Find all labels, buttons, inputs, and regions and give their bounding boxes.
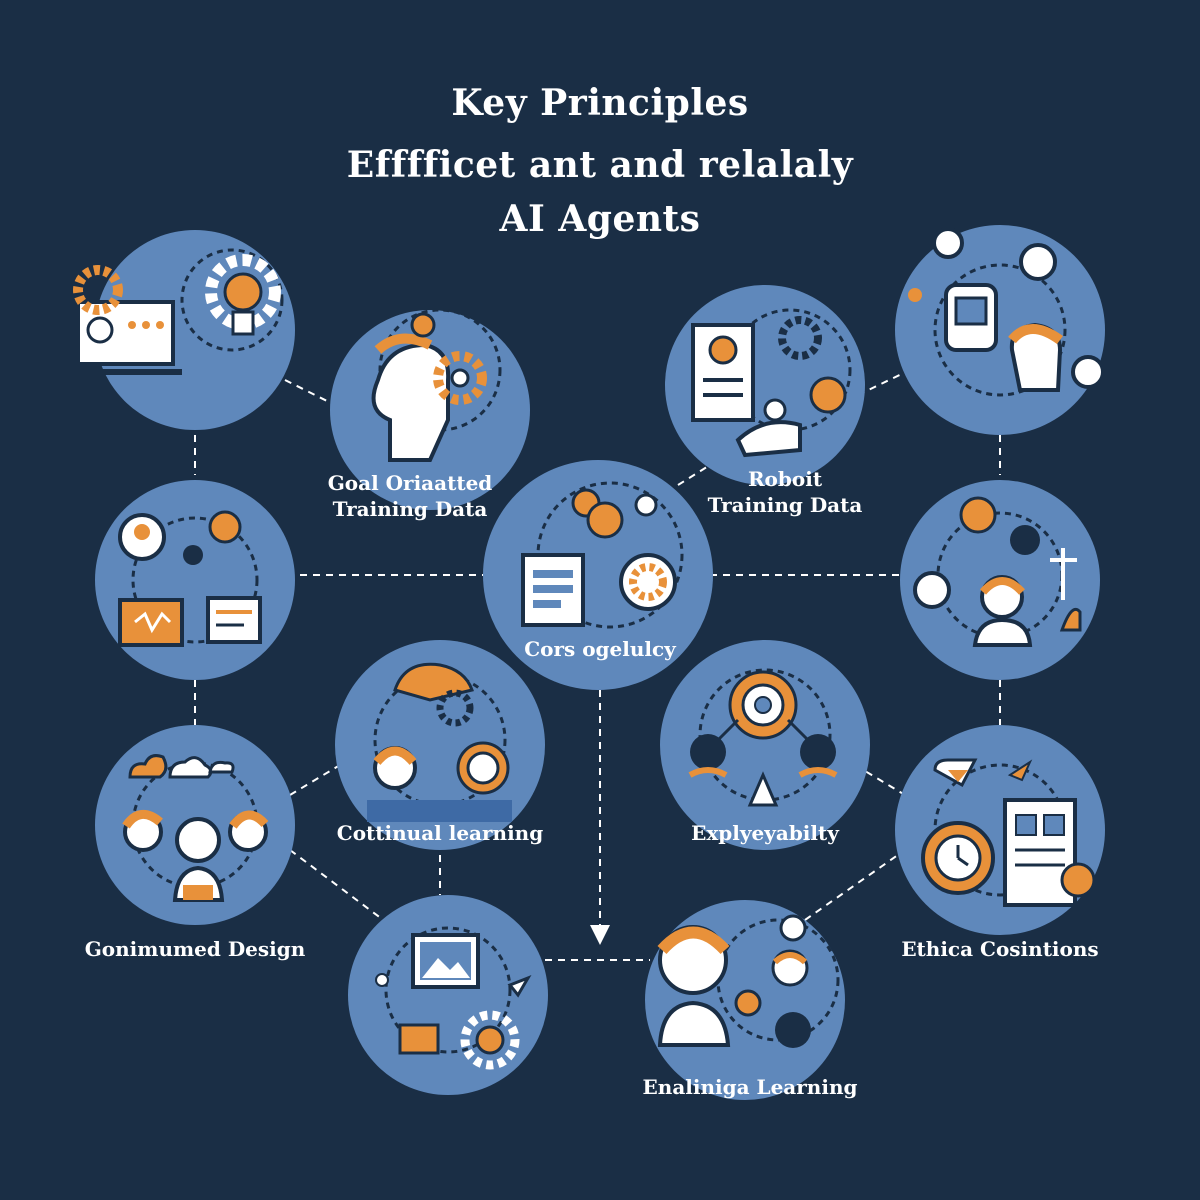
label-robot-training: Roboit Training Data [707, 467, 863, 517]
label-core-concepts: Cors ogelulcy [524, 637, 676, 661]
people-cloud-icon [122, 754, 269, 902]
connector [289, 764, 341, 796]
connector [857, 369, 911, 396]
node-robot-person [895, 225, 1105, 435]
label-continued-design: Gonimumed Design [84, 937, 306, 961]
node-robot-training [665, 285, 865, 485]
person-gear-icon [367, 662, 512, 822]
node-scale-person [900, 480, 1100, 680]
connector [677, 464, 711, 486]
head-gears-icon [371, 308, 502, 462]
node-users [95, 480, 295, 680]
label-continual-learning: Cottinual learning [336, 821, 544, 845]
node-goal-oriented [330, 308, 530, 510]
hub-network-icon [688, 668, 838, 807]
node-explainability [660, 640, 870, 850]
document-clock-icon [921, 758, 1096, 907]
node-circle [335, 640, 545, 850]
label-enabling-learning: Enaliniga Learning [642, 1075, 858, 1099]
monitor-image-gear-icon [375, 926, 532, 1070]
label-goal-oriented: Goal Oriaatted Training Data [327, 471, 493, 521]
profile-card-network-icon [691, 308, 852, 458]
scale-person-icon [913, 496, 1082, 647]
computer-gear-bulb-icon [68, 248, 284, 375]
title-line-2: Efffficet ant and relalaly [346, 144, 854, 186]
node-continual-learning [335, 640, 545, 850]
label-ethical-considerations: Ethica Cosintions [901, 937, 1099, 961]
connector [854, 764, 906, 796]
person-network-icon [657, 914, 840, 1048]
users-video-icon [118, 510, 262, 647]
connector [804, 849, 906, 921]
connectors [194, 369, 1001, 961]
title-line-1: Key Principles [451, 82, 749, 124]
label-explainability: Explyeyabilty [691, 821, 839, 845]
node-core-concepts [483, 460, 713, 690]
node-computer-gear-bulb [68, 230, 295, 430]
node-enabling-learning [645, 900, 845, 1100]
clipboard-network-gear-icon [521, 481, 684, 629]
node-monitor [348, 895, 548, 1095]
connector [284, 379, 336, 406]
node-circle [660, 640, 870, 850]
title-line-3: AI Agents [499, 198, 701, 240]
node-continued-design [95, 725, 295, 925]
node-circle [895, 225, 1105, 435]
robot-person-icon [908, 227, 1105, 397]
node-circle [483, 460, 713, 690]
node-ethical-considerations [895, 725, 1105, 935]
node-circle [95, 480, 295, 680]
connector [289, 849, 391, 926]
